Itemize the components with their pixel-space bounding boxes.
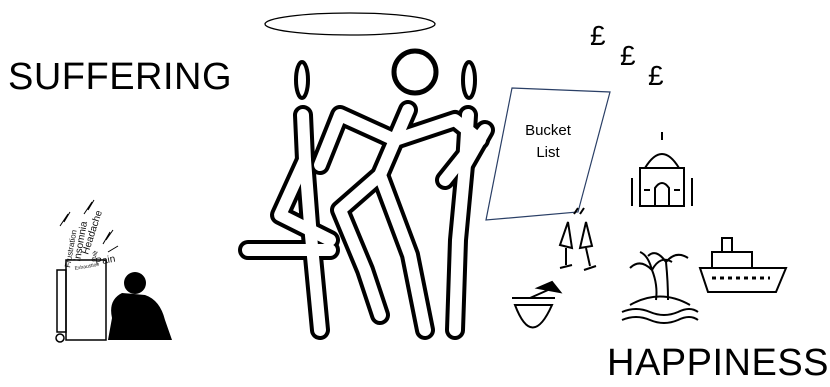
word-exhaustion: Exhaustion: [74, 262, 100, 272]
bucket-list-line-1: Bucket: [508, 120, 588, 142]
pound-symbol: £: [648, 60, 664, 92]
taj-mahal-icon: [632, 132, 692, 206]
palm-island-icon: [622, 252, 698, 323]
sitting-person-icon: [108, 272, 172, 340]
happiness-label: HAPPINESS: [607, 342, 829, 385]
coconut-drink-icon: [512, 282, 560, 328]
cruise-ship-icon: [700, 238, 786, 292]
suitcase-icon: [56, 260, 106, 342]
suffering-label: SUFFERING: [8, 56, 232, 99]
pound-symbol: £: [620, 40, 636, 72]
bucket-list-line-2: List: [508, 142, 588, 164]
champagne-icon: [560, 208, 596, 270]
bucket-list-text: Bucket List: [508, 120, 588, 164]
pound-symbol: £: [590, 20, 606, 52]
halo-icon: [265, 13, 435, 35]
suitcase-words: Frustration Insomnia Headache guilt Pain…: [60, 200, 118, 272]
stick-figures-icon: [248, 51, 485, 330]
